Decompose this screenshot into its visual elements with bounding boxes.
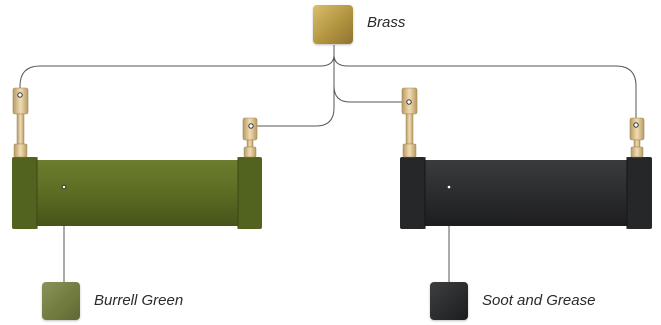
dot-black-right-fitting [633, 122, 639, 128]
brass-label: Brass [367, 14, 406, 31]
brass-fittings [12, 87, 645, 158]
black-end-cap-right [627, 157, 652, 229]
burrell-green-assembly [12, 157, 262, 229]
soot-and-grease-label: Soot and Grease [482, 292, 596, 309]
dot-black-tube [446, 184, 452, 190]
dot-black-left-fitting [406, 99, 412, 105]
green-end-cap-left [12, 157, 37, 229]
burrell-green-swatch [42, 282, 80, 320]
black-tube [424, 160, 628, 226]
connector-to-right-end-fitting [333, 54, 637, 125]
green-end-cap-right [238, 157, 262, 229]
green-tube [36, 160, 239, 226]
soot-and-grease-assembly [400, 157, 652, 229]
dot-green-tube [61, 184, 67, 190]
dot-green-right-fitting [248, 123, 254, 129]
brass-fitting-green-right [242, 117, 258, 158]
burrell-green-label: Burrell Green [94, 292, 184, 309]
brass-swatch [313, 5, 353, 44]
brass-fitting-green-left [12, 87, 29, 158]
brass-fitting-black-left [401, 87, 418, 158]
connector-to-green-inner-fitting [251, 55, 335, 127]
brass-fitting-black-right [629, 117, 645, 158]
dot-green-left-fitting [17, 92, 23, 98]
connector-to-left-end-fitting [19, 45, 335, 95]
connector-dots [17, 92, 639, 190]
connector-to-black-inner-fitting [333, 66, 409, 103]
soot-and-grease-swatch [430, 282, 468, 320]
black-end-cap-left [400, 157, 425, 229]
